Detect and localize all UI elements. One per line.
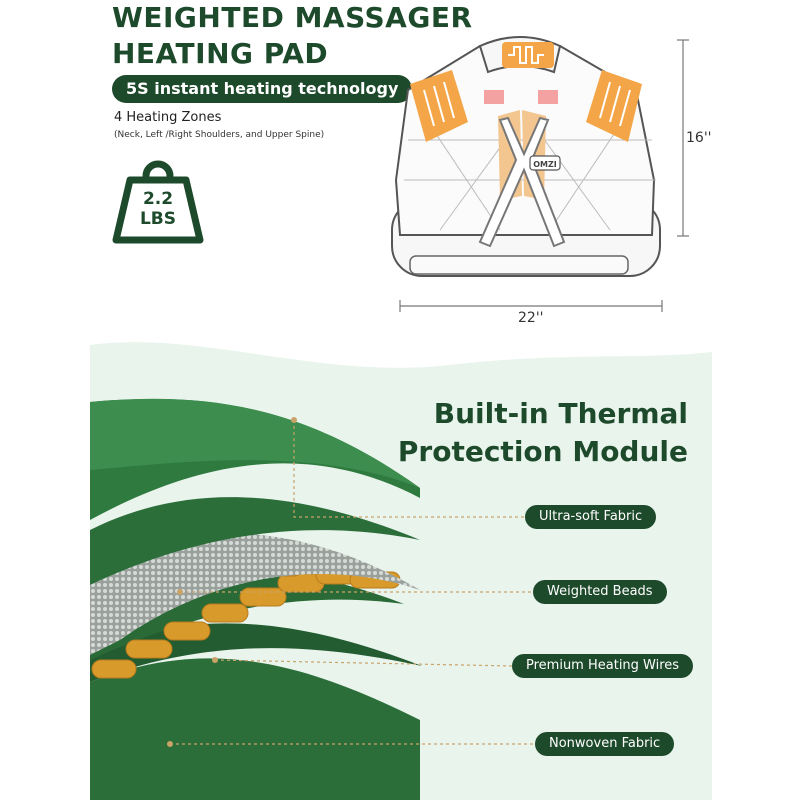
width-dimension-label: 22'' [518,310,544,326]
headline-line2: Protection Module [397,435,688,468]
thermal-protection-headline: Built-in Thermal Protection Module [398,395,688,471]
layer-label-weighted-beads: Weighted Beads [533,580,667,604]
layer-label-nonwoven-fabric: Nonwoven Fabric [535,732,675,756]
heating-zones-title: 4 Heating Zones [114,110,222,125]
product-logo-badge: OMZI [533,160,557,169]
product-title: WEIGHTED MASSAGER HEATING PAD [112,0,473,72]
layer-label-premium-heating-wires: Premium Heating Wires [512,654,694,678]
weight-unit: LBS [139,209,177,229]
layer-label-ultra-soft-fabric: Ultra-soft Fabric [525,505,657,529]
product-title-line1: WEIGHTED MASSAGER [112,1,473,34]
headline-line1: Built-in Thermal [433,397,688,430]
instant-heating-badge: 5S instant heating technology [112,75,413,103]
weight-icon [112,160,204,244]
weight-badge: 2.2 LBS [112,156,204,244]
height-dimension-label: 16'' [686,130,712,146]
heating-zones-subtitle: (Neck, Left /Right Shoulders, and Upper … [114,130,325,140]
weight-value: 2.2 [142,189,174,209]
product-title-line2: HEATING PAD [112,37,329,70]
heating-pad-illustration: OMZI [391,36,689,312]
